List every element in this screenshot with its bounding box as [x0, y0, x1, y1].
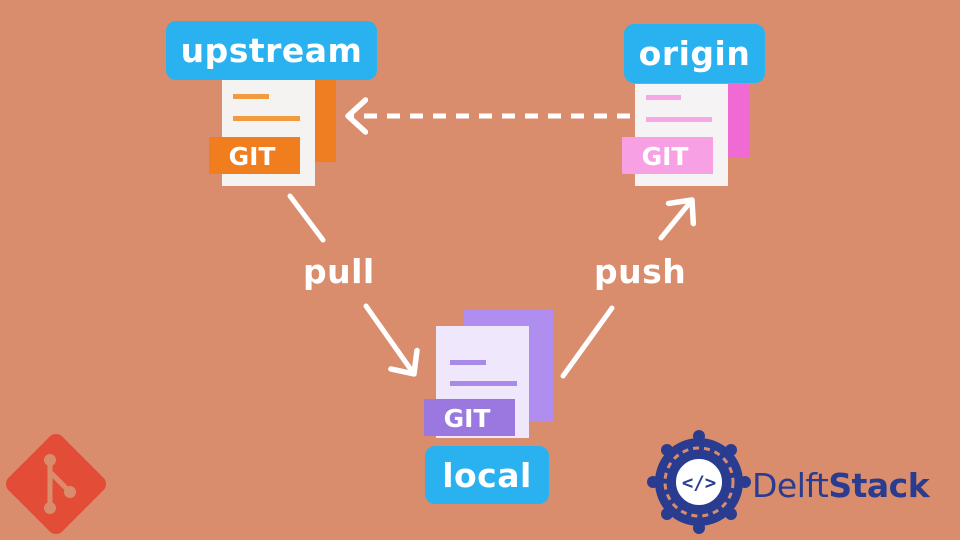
push-arrow-lower-segment: [560, 305, 615, 379]
local-label: local: [425, 446, 549, 504]
svg-text:</>: </>: [682, 472, 716, 494]
brand-name-part1: Delft: [752, 466, 829, 505]
local-git-text: GIT: [444, 404, 491, 433]
local-file-icon: GIT: [424, 310, 553, 438]
brand-name: DelftStack: [752, 466, 930, 505]
delftstack-logo-icon: </>: [647, 430, 751, 534]
upstream-file-icon: GIT: [209, 80, 336, 186]
pull-label: pull: [303, 252, 375, 291]
upstream-label: upstream: [166, 21, 377, 80]
push-label: push: [594, 252, 687, 291]
brand-name-part2: Stack: [828, 466, 930, 505]
origin-label: origin: [624, 24, 765, 83]
pull-arrow-upper-segment: [287, 193, 326, 243]
origin-file-icon: GIT: [622, 84, 750, 186]
upstream-git-text: GIT: [229, 142, 276, 171]
origin-git-text: GIT: [642, 142, 689, 171]
pull-arrow-lower-segment: [363, 303, 414, 374]
push-arrow-upper-segment: [658, 200, 692, 241]
git-logo-icon: [5, 433, 107, 535]
